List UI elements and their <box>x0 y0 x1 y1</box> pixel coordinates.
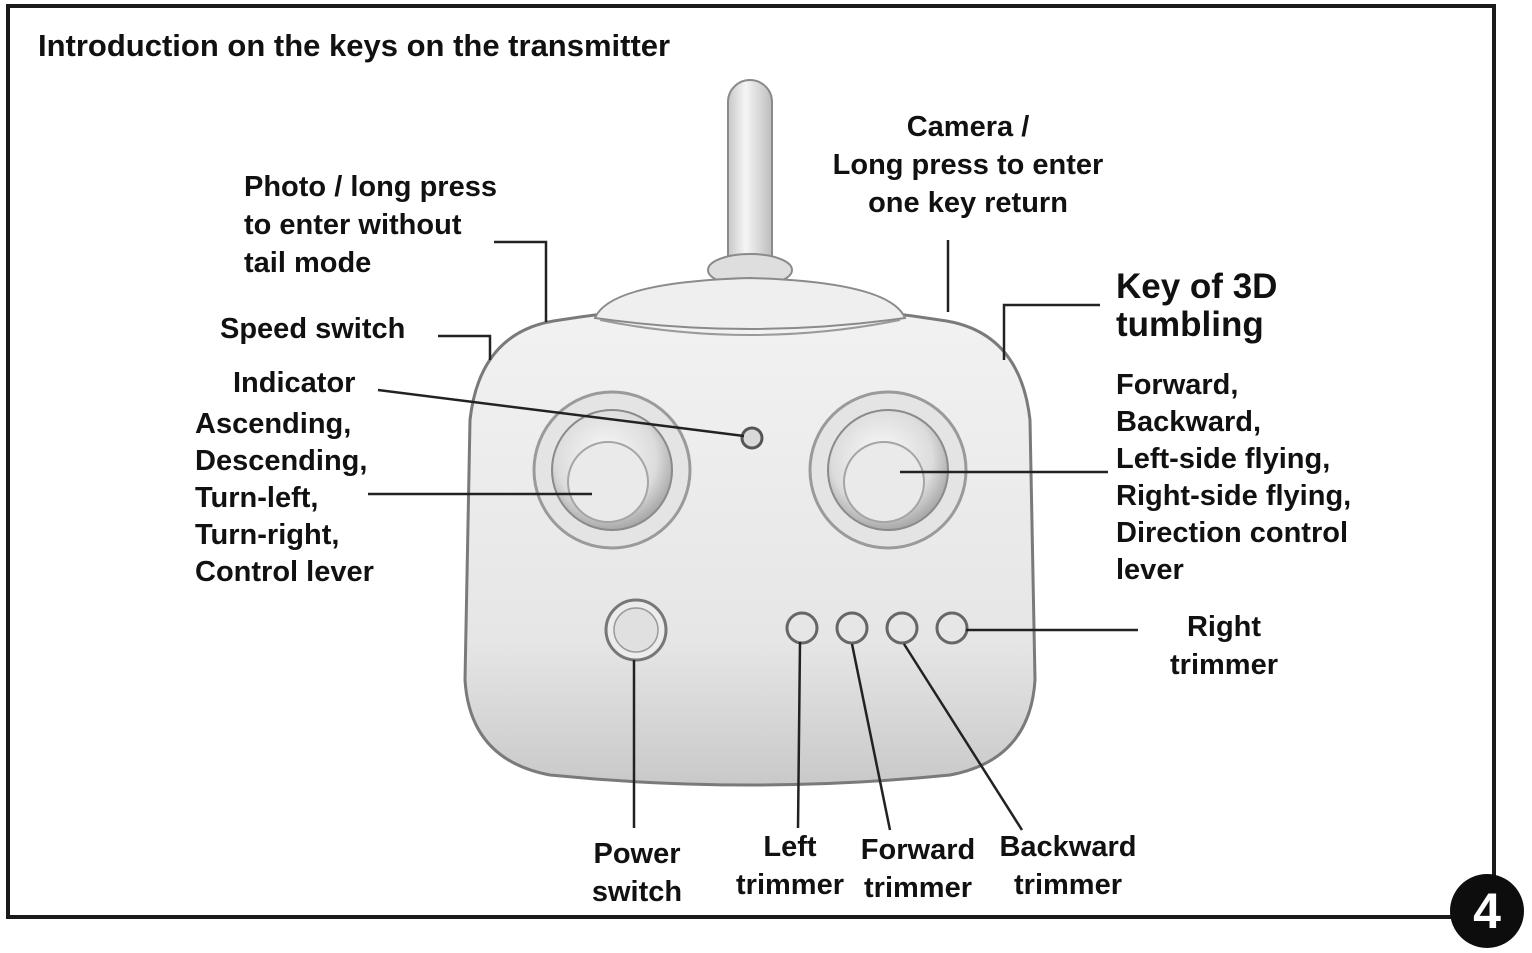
right-trimmer-label-line: trimmer <box>1170 649 1278 681</box>
left-stick-label: Ascending, Descending, Turn-left, Turn-r… <box>195 406 374 591</box>
diagram-title: Introduction on the keys on the transmit… <box>38 28 671 63</box>
backward-trimmer-label-line: trimmer <box>1014 869 1122 901</box>
left-stick-label-line: Control lever <box>195 556 374 588</box>
camera-label-line: Camera / <box>906 111 1030 143</box>
left-stick-label-line: Turn-right, <box>195 519 340 551</box>
left-stick-label-line: Turn-left, <box>195 482 319 514</box>
right-stick-label-line: Left-side flying, <box>1116 443 1331 475</box>
page-number-badge: 4 <box>1450 874 1524 948</box>
tumbling-key-label: Key of 3D tumbling <box>1116 268 1277 344</box>
power-switch-label-line: Power <box>593 838 681 870</box>
right-stick-label-line: lever <box>1116 554 1184 586</box>
right-trimmer-label-line: Right <box>1186 611 1262 643</box>
right-stick-label-line: Backward, <box>1116 406 1262 438</box>
left-trimmer-label-line: trimmer <box>736 869 844 901</box>
right-stick-label-line: Forward, <box>1116 369 1239 401</box>
speed-switch-label: Speed switch <box>220 313 406 345</box>
forward-trimmer-label-line: Forward <box>860 834 976 866</box>
tumbling-label-line: tumbling <box>1116 305 1264 344</box>
photo-label-line: to enter without <box>244 209 462 241</box>
right-stick-label-line: Right-side flying, <box>1116 480 1352 512</box>
indicator-label: Indicator <box>233 367 356 399</box>
backward-trimmer-label: Backward trimmer <box>990 828 1146 904</box>
left-trimmer-label: Left trimmer <box>728 828 852 904</box>
power-switch-label-line: switch <box>591 876 683 908</box>
backward-trimmer-label-line: Backward <box>999 831 1137 863</box>
right-stick-label-line: Direction control <box>1116 517 1349 549</box>
right-trimmer-label: Right trimmer <box>1150 608 1298 684</box>
diagram-frame <box>6 4 1496 919</box>
photo-label-line: tail mode <box>244 247 372 279</box>
right-stick-label: Forward, Backward, Left-side flying, Rig… <box>1116 367 1351 589</box>
photo-label-line: Photo / long press <box>244 171 497 203</box>
power-switch-label: Power switch <box>578 835 696 911</box>
forward-trimmer-label-line: trimmer <box>864 872 972 904</box>
camera-label-line: one key return <box>868 187 1068 219</box>
left-stick-label-line: Descending, <box>195 445 368 477</box>
tumbling-label-line: Key of 3D <box>1116 267 1278 306</box>
camera-label: Camera / Long press to enter one key ret… <box>808 108 1128 222</box>
forward-trimmer-label: Forward trimmer <box>852 831 984 907</box>
photo-label: Photo / long press to enter without tail… <box>244 168 497 282</box>
camera-label-line: Long press to enter <box>832 149 1104 181</box>
left-stick-label-line: Ascending, <box>195 408 352 440</box>
left-trimmer-label-line: Left <box>763 831 817 863</box>
